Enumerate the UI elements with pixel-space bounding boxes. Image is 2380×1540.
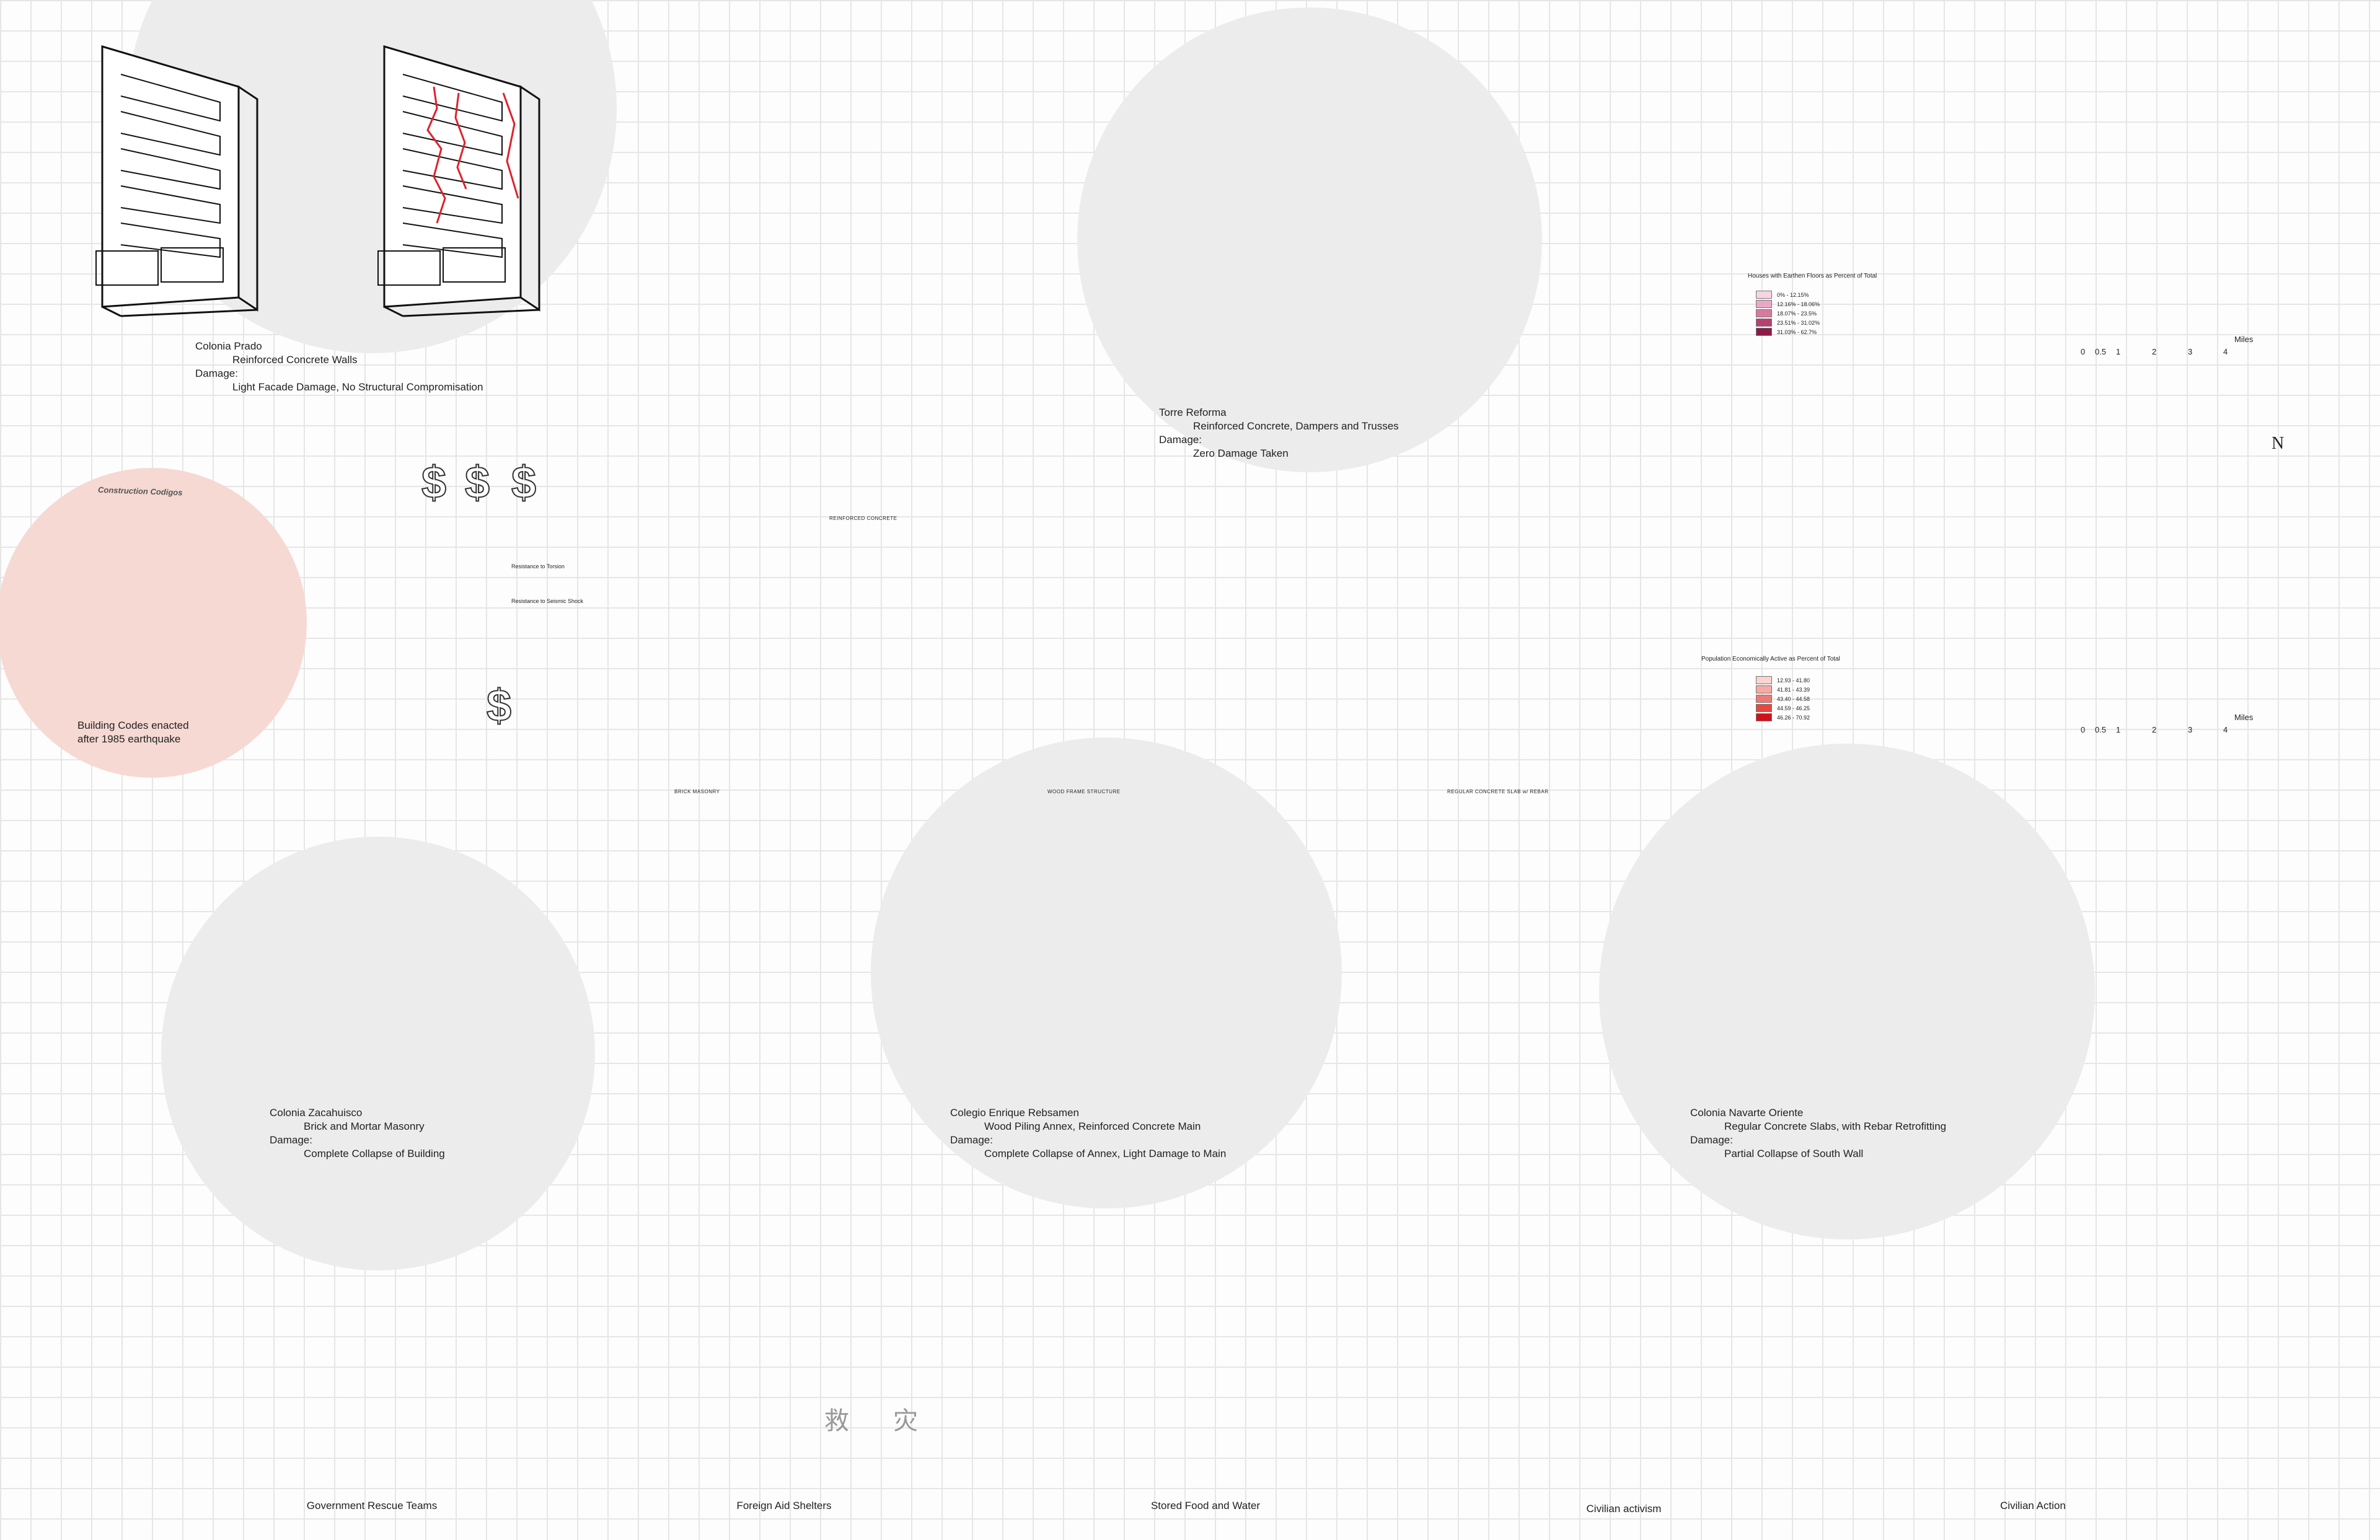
prado-damage-label: Damage: [195, 367, 238, 379]
scale-unit: Miles [2234, 335, 2254, 344]
navarte-damage: Partial Collapse of South Wall [1724, 1148, 1864, 1159]
prado-building-intact [95, 45, 258, 317]
scale-unit: Miles [2234, 713, 2254, 722]
legend-row: 46.26 - 70.92 [1756, 713, 1810, 722]
rebsamen-system: Wood Piling Annex, Reinforced Concrete M… [984, 1120, 1201, 1132]
scale-tick: 0.5 [2095, 725, 2107, 734]
navarte-system: Regular Concrete Slabs, with Rebar Retro… [1724, 1120, 1947, 1132]
concrete-slab-label: REGULAR CONCRETE SLAB w/ REBAR [1447, 789, 1549, 794]
scale-tick: 2 [2152, 347, 2157, 356]
building-codes-label: Building Codes enacted after 1985 earthq… [77, 719, 189, 746]
photo-label: Foreign Aid Shelters [736, 1500, 832, 1511]
resistance-torsion-label: Resistance to Torsion [511, 563, 565, 570]
dollar-sign-icon: $ [511, 457, 537, 508]
dollar-sign-icon: $ [421, 457, 447, 508]
scale-tick: 4 [2223, 347, 2228, 356]
legend-row: 12.93 - 41.80 [1756, 675, 1810, 685]
reforma-damage: Zero Damage Taken [1193, 447, 1289, 459]
photo-label: Stored Food and Water [1150, 1500, 1261, 1511]
wood-frame-label: WOOD FRAME STRUCTURE [1047, 789, 1121, 794]
map1-legend: 0% - 12.15% 12.16% - 18.06% 18.07% - 23.… [1756, 290, 1820, 337]
codes-circle [0, 468, 307, 778]
photo-label: Government Rescue Teams [306, 1500, 438, 1511]
dollar-sign-icon: $ [486, 680, 512, 731]
scale-tick: 0.5 [2095, 347, 2107, 356]
legend-row: 41.81 - 43.39 [1756, 685, 1810, 694]
scale-tick: 2 [2152, 725, 2157, 734]
prado-name: Colonia Prado [195, 340, 262, 352]
legend-row: 0% - 12.15% [1756, 290, 1820, 299]
dollar-sign-icon: $ [464, 457, 490, 508]
zacahuisco-damage-label: Damage: [270, 1134, 312, 1146]
rebsamen-damage: Complete Collapse of Annex, Light Damage… [984, 1148, 1227, 1159]
photo-label: Civilian activism [1586, 1503, 1662, 1515]
reforma-system: Reinforced Concrete, Dampers and Trusses [1193, 420, 1399, 432]
brick-masonry-label: BRICK MASONRY [674, 789, 720, 794]
rebsamen-damage-label: Damage: [950, 1134, 993, 1146]
prado-system: Reinforced Concrete Walls [232, 354, 358, 366]
navarte-name: Colonia Navarte Oriente [1690, 1107, 1804, 1119]
resistance-seismic-label: Resistance to Seismic Shock [511, 598, 584, 604]
map1-title: Houses with Earthen Floors as Percent of… [1748, 273, 1877, 279]
legend-row: 18.07% - 23.5% [1756, 309, 1820, 318]
scale-tick: 0 [2081, 347, 2086, 356]
map2-title: Population Economically Active as Percen… [1701, 656, 1840, 662]
prado-building-damaged [377, 45, 540, 317]
scale-tick: 1 [2116, 725, 2121, 734]
legend-row: 23.51% - 31.02% [1756, 318, 1820, 327]
photo-label: Civilian Action [2000, 1500, 2066, 1511]
scale-tick: 3 [2188, 347, 2193, 356]
building-codes-line1: Building Codes enacted [77, 719, 189, 731]
navarte-caption: Colonia Navarte Oriente Regular Concrete… [1690, 1106, 1946, 1161]
background-circles [0, 0, 2095, 1270]
zacahuisco-name: Colonia Zacahuisco [270, 1107, 363, 1119]
rebsamen-caption: Colegio Enrique Rebsamen Wood Piling Ann… [950, 1106, 1226, 1161]
shelter-sign: 救 灾 [824, 1407, 937, 1435]
rebsamen-name: Colegio Enrique Rebsamen [950, 1107, 1079, 1119]
scale-tick: 4 [2223, 725, 2228, 734]
legend-row: 31.03% - 62.7% [1756, 327, 1820, 337]
scale-tick: 0 [2081, 725, 2086, 734]
navarte-damage-label: Damage: [1690, 1134, 1733, 1146]
building-codes-line2: after 1985 earthquake [77, 733, 181, 745]
legend-row: 12.16% - 18.06% [1756, 299, 1820, 309]
map2-legend: 12.93 - 41.80 41.81 - 43.39 43.40 - 44.5… [1756, 675, 1810, 722]
zacahuisco-system: Brick and Mortar Masonry [304, 1120, 425, 1132]
prado-caption: Colonia Prado Reinforced Concrete Walls … [195, 340, 483, 394]
scale-tick: 1 [2116, 347, 2121, 356]
reinforced-concrete-label: REINFORCED CONCRETE [829, 516, 897, 521]
legend-row: 44.59 - 46.25 [1756, 703, 1810, 713]
zacahuisco-caption: Colonia Zacahuisco Brick and Mortar Maso… [270, 1106, 445, 1161]
legend-row: 43.40 - 44.58 [1756, 694, 1810, 703]
reforma-damage-label: Damage: [1159, 434, 1202, 446]
reforma-name: Torre Reforma [1159, 407, 1227, 418]
north-label: N [2272, 434, 2285, 453]
prado-damage: Light Facade Damage, No Structural Compr… [232, 381, 483, 393]
zacahuisco-damage: Complete Collapse of Building [304, 1148, 445, 1159]
reforma-caption: Torre Reforma Reinforced Concrete, Dampe… [1159, 406, 1399, 460]
scale-tick: 3 [2188, 725, 2193, 734]
